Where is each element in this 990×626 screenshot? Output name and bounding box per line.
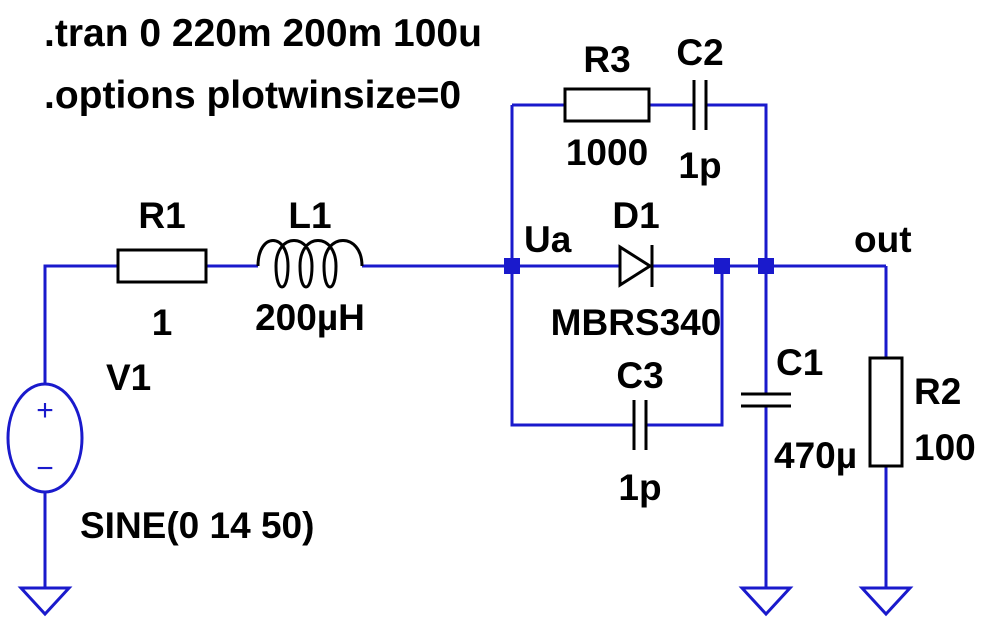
junction-ua: [504, 258, 520, 274]
d1-name: D1: [612, 195, 659, 236]
v1-source[interactable]: + −: [6, 382, 84, 494]
sine-source-icon: [6, 382, 84, 494]
c1-name: C1: [776, 342, 823, 383]
wire-v1-r1: [43, 264, 118, 384]
net-label-ua: Ua: [524, 219, 572, 260]
wire-ua-c3: [510, 266, 634, 427]
r3-name: R3: [583, 39, 630, 80]
net-label-out: out: [854, 219, 912, 260]
directive-tran[interactable]: .tran 0 220m 200m 100u: [44, 12, 482, 55]
l1-value: 200µH: [255, 297, 365, 338]
capacitor-icon[interactable]: [632, 400, 648, 450]
resistor-icon[interactable]: [868, 356, 904, 468]
c3-value: 1p: [618, 467, 661, 508]
r2-value: 100: [914, 427, 976, 468]
c2-value: 1p: [678, 145, 721, 186]
r2-name: R2: [914, 371, 961, 412]
capacitor-icon[interactable]: [692, 80, 708, 130]
r3-value: 1000: [566, 132, 648, 173]
ground-icon: [738, 586, 794, 617]
ground-icon: [858, 586, 914, 617]
r1-value: 1: [152, 302, 173, 343]
capacitor-icon[interactable]: [741, 392, 791, 408]
v1-minus-sign: −: [36, 452, 54, 485]
d1-triangle: [618, 244, 653, 288]
inductor-icon[interactable]: [256, 239, 364, 289]
r1-name: R1: [138, 195, 185, 236]
directive-options[interactable]: .options plotwinsize=0: [44, 74, 461, 117]
c2-name: C2: [676, 32, 723, 73]
resistor-icon[interactable]: [563, 87, 651, 123]
diode-icon[interactable]: [618, 244, 654, 288]
l1-name: L1: [288, 195, 331, 236]
l1-coil: [256, 239, 364, 289]
junction-out: [758, 258, 774, 274]
wires: [43, 103, 888, 588]
ground-icon: [17, 586, 73, 617]
wire-c3-node: [646, 266, 724, 427]
d1-value: MBRS340: [551, 302, 722, 343]
v1-value: SINE(0 14 50): [80, 505, 314, 546]
v1-plus-sign: +: [36, 394, 54, 427]
wire-c2-out: [706, 103, 768, 266]
c3-name: C3: [616, 355, 663, 396]
c1-value: 470µ: [774, 435, 857, 476]
v1-name: V1: [106, 357, 151, 398]
resistor-icon[interactable]: [116, 248, 208, 284]
junction-diode-cathode: [714, 258, 730, 274]
